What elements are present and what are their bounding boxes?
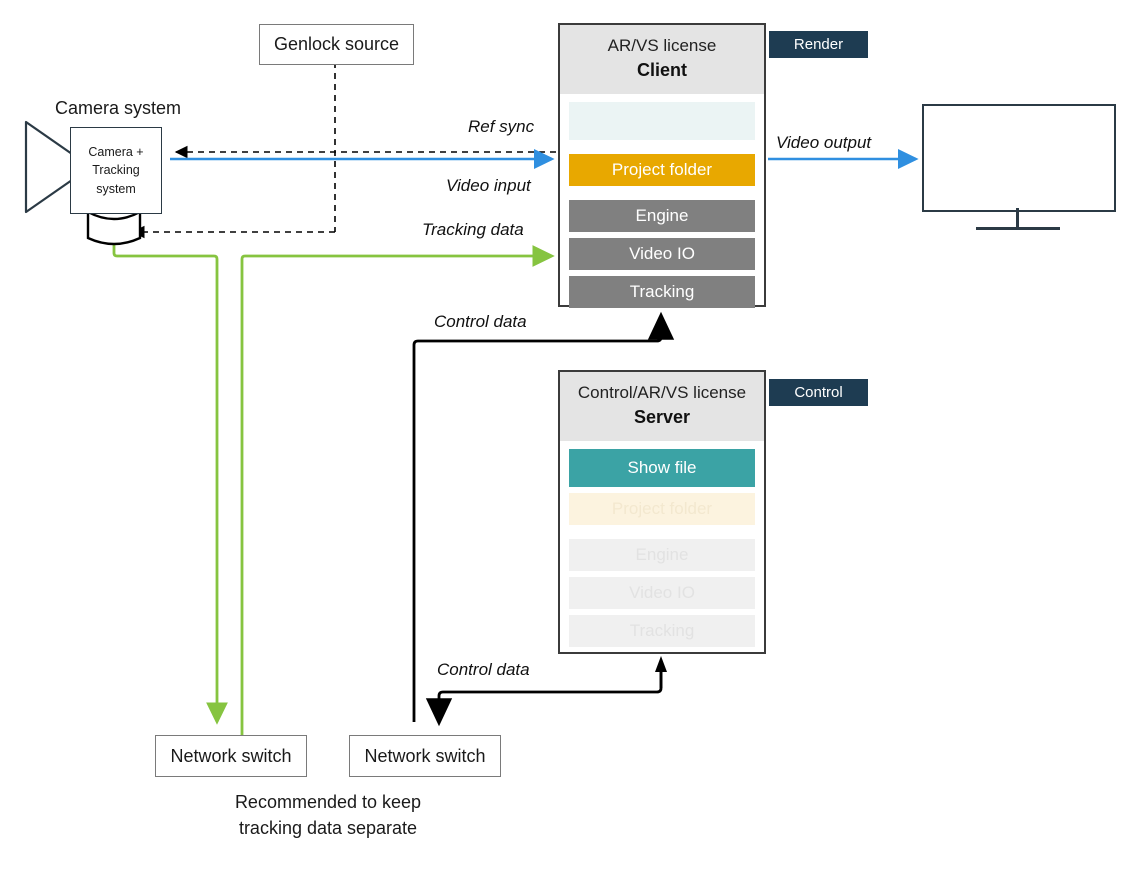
- tracking-separate-note-line-1: Recommended to keep: [234, 792, 422, 812]
- server-box[interactable]: Control/AR/VS license Server Show file P…: [558, 370, 766, 654]
- client-row-video-io[interactable]: Video IO: [569, 238, 755, 271]
- label-control-data-top: Control data: [434, 312, 527, 331]
- server-row-project-folder[interactable]: Project folder: [569, 493, 755, 526]
- server-header: Control/AR/VS license Server: [560, 372, 764, 442]
- server-role-label: Server: [633, 406, 691, 427]
- server-license-label: Control/AR/VS license: [577, 383, 747, 402]
- render-badge: Render: [769, 31, 868, 58]
- genlock-source-label: Genlock source: [273, 34, 400, 54]
- label-video-input: Video input: [446, 176, 531, 195]
- label-control-data-bottom: Control data: [437, 660, 530, 679]
- control-badge-label: Control: [794, 384, 843, 401]
- label-ref-sync: Ref sync: [468, 117, 535, 136]
- camera-box-line-3: system: [96, 181, 136, 196]
- client-license-label: AR/VS license: [607, 36, 717, 55]
- camera-system-caption: Camera system: [54, 98, 182, 118]
- network-switch-control-label: Network switch: [364, 745, 486, 766]
- client-role-label: Client: [636, 59, 687, 80]
- server-row-engine[interactable]: Engine: [569, 539, 755, 572]
- camera-box-line-2: Tracking: [92, 163, 140, 178]
- monitor-screen: [922, 104, 1116, 212]
- client-row-engine[interactable]: Engine: [569, 200, 755, 233]
- server-row-showfile[interactable]: Show file: [569, 449, 755, 488]
- network-switch-control[interactable]: Network switch: [349, 735, 501, 777]
- network-switch-tracking-label: Network switch: [170, 745, 292, 766]
- render-badge-label: Render: [793, 36, 844, 53]
- server-row-video-io[interactable]: Video IO: [569, 577, 755, 610]
- label-tracking-data: Tracking data: [422, 220, 524, 239]
- server-module-list: Show file Project folder Engine Video IO…: [560, 441, 764, 656]
- control-badge: Control: [769, 379, 868, 406]
- client-module-list: Project folder Engine Video IO Tracking: [560, 94, 764, 317]
- client-row-showfile[interactable]: [569, 102, 755, 141]
- genlock-source-box[interactable]: Genlock source: [259, 24, 414, 65]
- server-row-tracking[interactable]: Tracking: [569, 615, 755, 648]
- monitor-stand-neck: [1016, 208, 1019, 229]
- monitor-stand-foot: [976, 227, 1060, 230]
- client-row-project-folder[interactable]: Project folder: [569, 154, 755, 187]
- client-box[interactable]: AR/VS license Client Project folder Engi…: [558, 23, 766, 309]
- camera-box-line-1: Camera +: [88, 145, 144, 160]
- tracking-separate-note: Recommended to keep tracking data separa…: [175, 789, 481, 841]
- client-row-tracking[interactable]: Tracking: [569, 276, 755, 309]
- network-switch-tracking[interactable]: Network switch: [155, 735, 307, 777]
- client-header: AR/VS license Client: [560, 25, 764, 95]
- label-video-output: Video output: [776, 133, 872, 152]
- camera-tracking-box: Camera + Tracking system: [70, 127, 162, 214]
- tracking-separate-note-line-2: tracking data separate: [238, 818, 418, 839]
